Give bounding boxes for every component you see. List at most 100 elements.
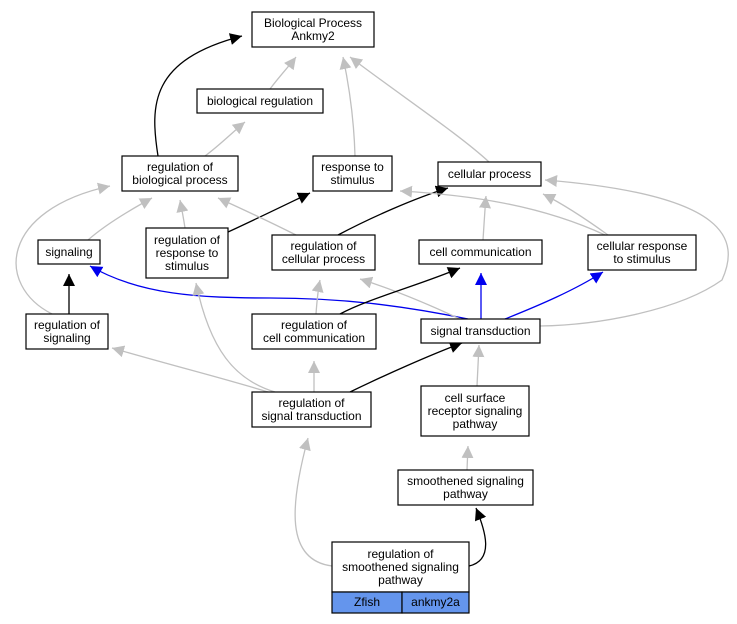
edge-line: [542, 193, 609, 236]
node-label-line: regulation of: [34, 318, 101, 332]
edge-line: [269, 56, 297, 90]
node-cellp[interactable]: cellular process: [437, 161, 542, 187]
edge-line: [311, 279, 324, 315]
edge-st-to-crs: [504, 271, 604, 320]
node-label-line: cell communication: [263, 331, 365, 345]
node-box: [587, 234, 697, 271]
edge-line: [87, 197, 153, 241]
node-box: [331, 541, 470, 593]
edge-regcp-to-regbp: [217, 197, 297, 236]
node-box: [397, 469, 534, 506]
edge-regsig-to-regbp: [15, 182, 111, 315]
edge-regssp-to-ssp: [468, 507, 487, 567]
node-label-line: cellular response: [597, 239, 688, 253]
edge-line: [111, 345, 269, 393]
node-label-line: regulation of: [147, 160, 214, 174]
edge-crs-to-cellp: [542, 193, 609, 236]
node-box: [251, 391, 372, 428]
node-box: [271, 234, 376, 271]
edge-regcc-to-cellc: [339, 267, 461, 315]
edge-cellp-to-bp: [349, 56, 490, 163]
node-label-line: cell surface: [445, 391, 506, 405]
edge-line: [337, 185, 449, 236]
node-box: [121, 155, 239, 192]
node-label-line: cell communication: [429, 245, 531, 259]
edge-regst-to-st: [349, 341, 463, 393]
edge-st-to-sig: [89, 265, 469, 320]
node-label-line: receptor signaling: [428, 404, 523, 418]
edge-line: [468, 507, 487, 567]
node-box: [437, 161, 542, 187]
edge-regcc-to-regcp: [311, 279, 324, 315]
node-box: [312, 155, 393, 192]
node-label-line: regulation of: [281, 318, 348, 332]
edge-regrs-to-resp: [227, 192, 311, 233]
node-label-line: cellular process: [282, 252, 365, 266]
gene-label: ankmy2a: [411, 595, 460, 609]
gene-annotation-row: Zfish ankmy2a: [331, 591, 470, 614]
edge-line: [204, 121, 246, 157]
edge-line: [176, 199, 189, 229]
node-label-line: stimulus: [330, 173, 374, 187]
node-box: [251, 11, 375, 48]
node-label-line: regulation of: [154, 233, 221, 247]
node-label-line: pathway: [443, 487, 488, 501]
node-label-line: biological regulation: [207, 94, 313, 108]
node-label-line: response to: [321, 160, 384, 174]
edge-crs-to-resp: [399, 185, 606, 236]
edge-regst-to-regrs: [192, 282, 276, 393]
edge-regbp-to-breg: [204, 121, 246, 157]
edge-cellc-to-cellp: [479, 195, 491, 241]
node-box: [25, 313, 109, 350]
edge-ssp-to-csr: [461, 445, 474, 471]
node-box: [251, 313, 377, 350]
species-label: Zfish: [354, 595, 380, 609]
edge-line: [339, 56, 356, 157]
node-label-line: biological process: [132, 173, 227, 187]
node-label-line: response to: [156, 246, 219, 260]
node-breg[interactable]: biological regulation: [196, 88, 324, 114]
node-label-line: smoothened signaling: [407, 474, 524, 488]
edge-csr-to-st: [472, 344, 485, 387]
node-label-line: pathway: [453, 417, 498, 431]
node-box: [145, 227, 229, 279]
edge-line: [339, 267, 461, 315]
node-label-line: pathway: [378, 573, 423, 587]
edge-line: [15, 182, 111, 315]
node-label-line: stimulus: [165, 259, 209, 273]
node-cellc[interactable]: cell communication: [418, 239, 543, 265]
edge-regst-to-regsig: [111, 345, 269, 393]
node-st[interactable]: signal transduction: [420, 318, 541, 344]
edge-line: [294, 437, 333, 567]
edge-line: [349, 56, 490, 163]
edge-st-to-regcp: [359, 276, 461, 320]
edge-line: [479, 195, 491, 241]
node-box: [37, 239, 101, 265]
edge-breg-to-bp: [269, 56, 297, 90]
node-sig[interactable]: signaling: [37, 239, 101, 265]
edge-line: [461, 445, 474, 471]
node-label-line: Ankmy2: [291, 29, 335, 43]
edge-sig-to-regbp: [87, 197, 153, 241]
edge-line: [539, 174, 729, 327]
node-label-line: regulation of: [290, 239, 357, 253]
edge-line: [359, 276, 461, 320]
edge-line: [89, 265, 469, 320]
edge-regbp-to-bp: [154, 33, 243, 157]
edge-regrs-to-regbp: [176, 199, 189, 229]
node-box: [420, 318, 541, 344]
edge-line: [217, 197, 297, 236]
